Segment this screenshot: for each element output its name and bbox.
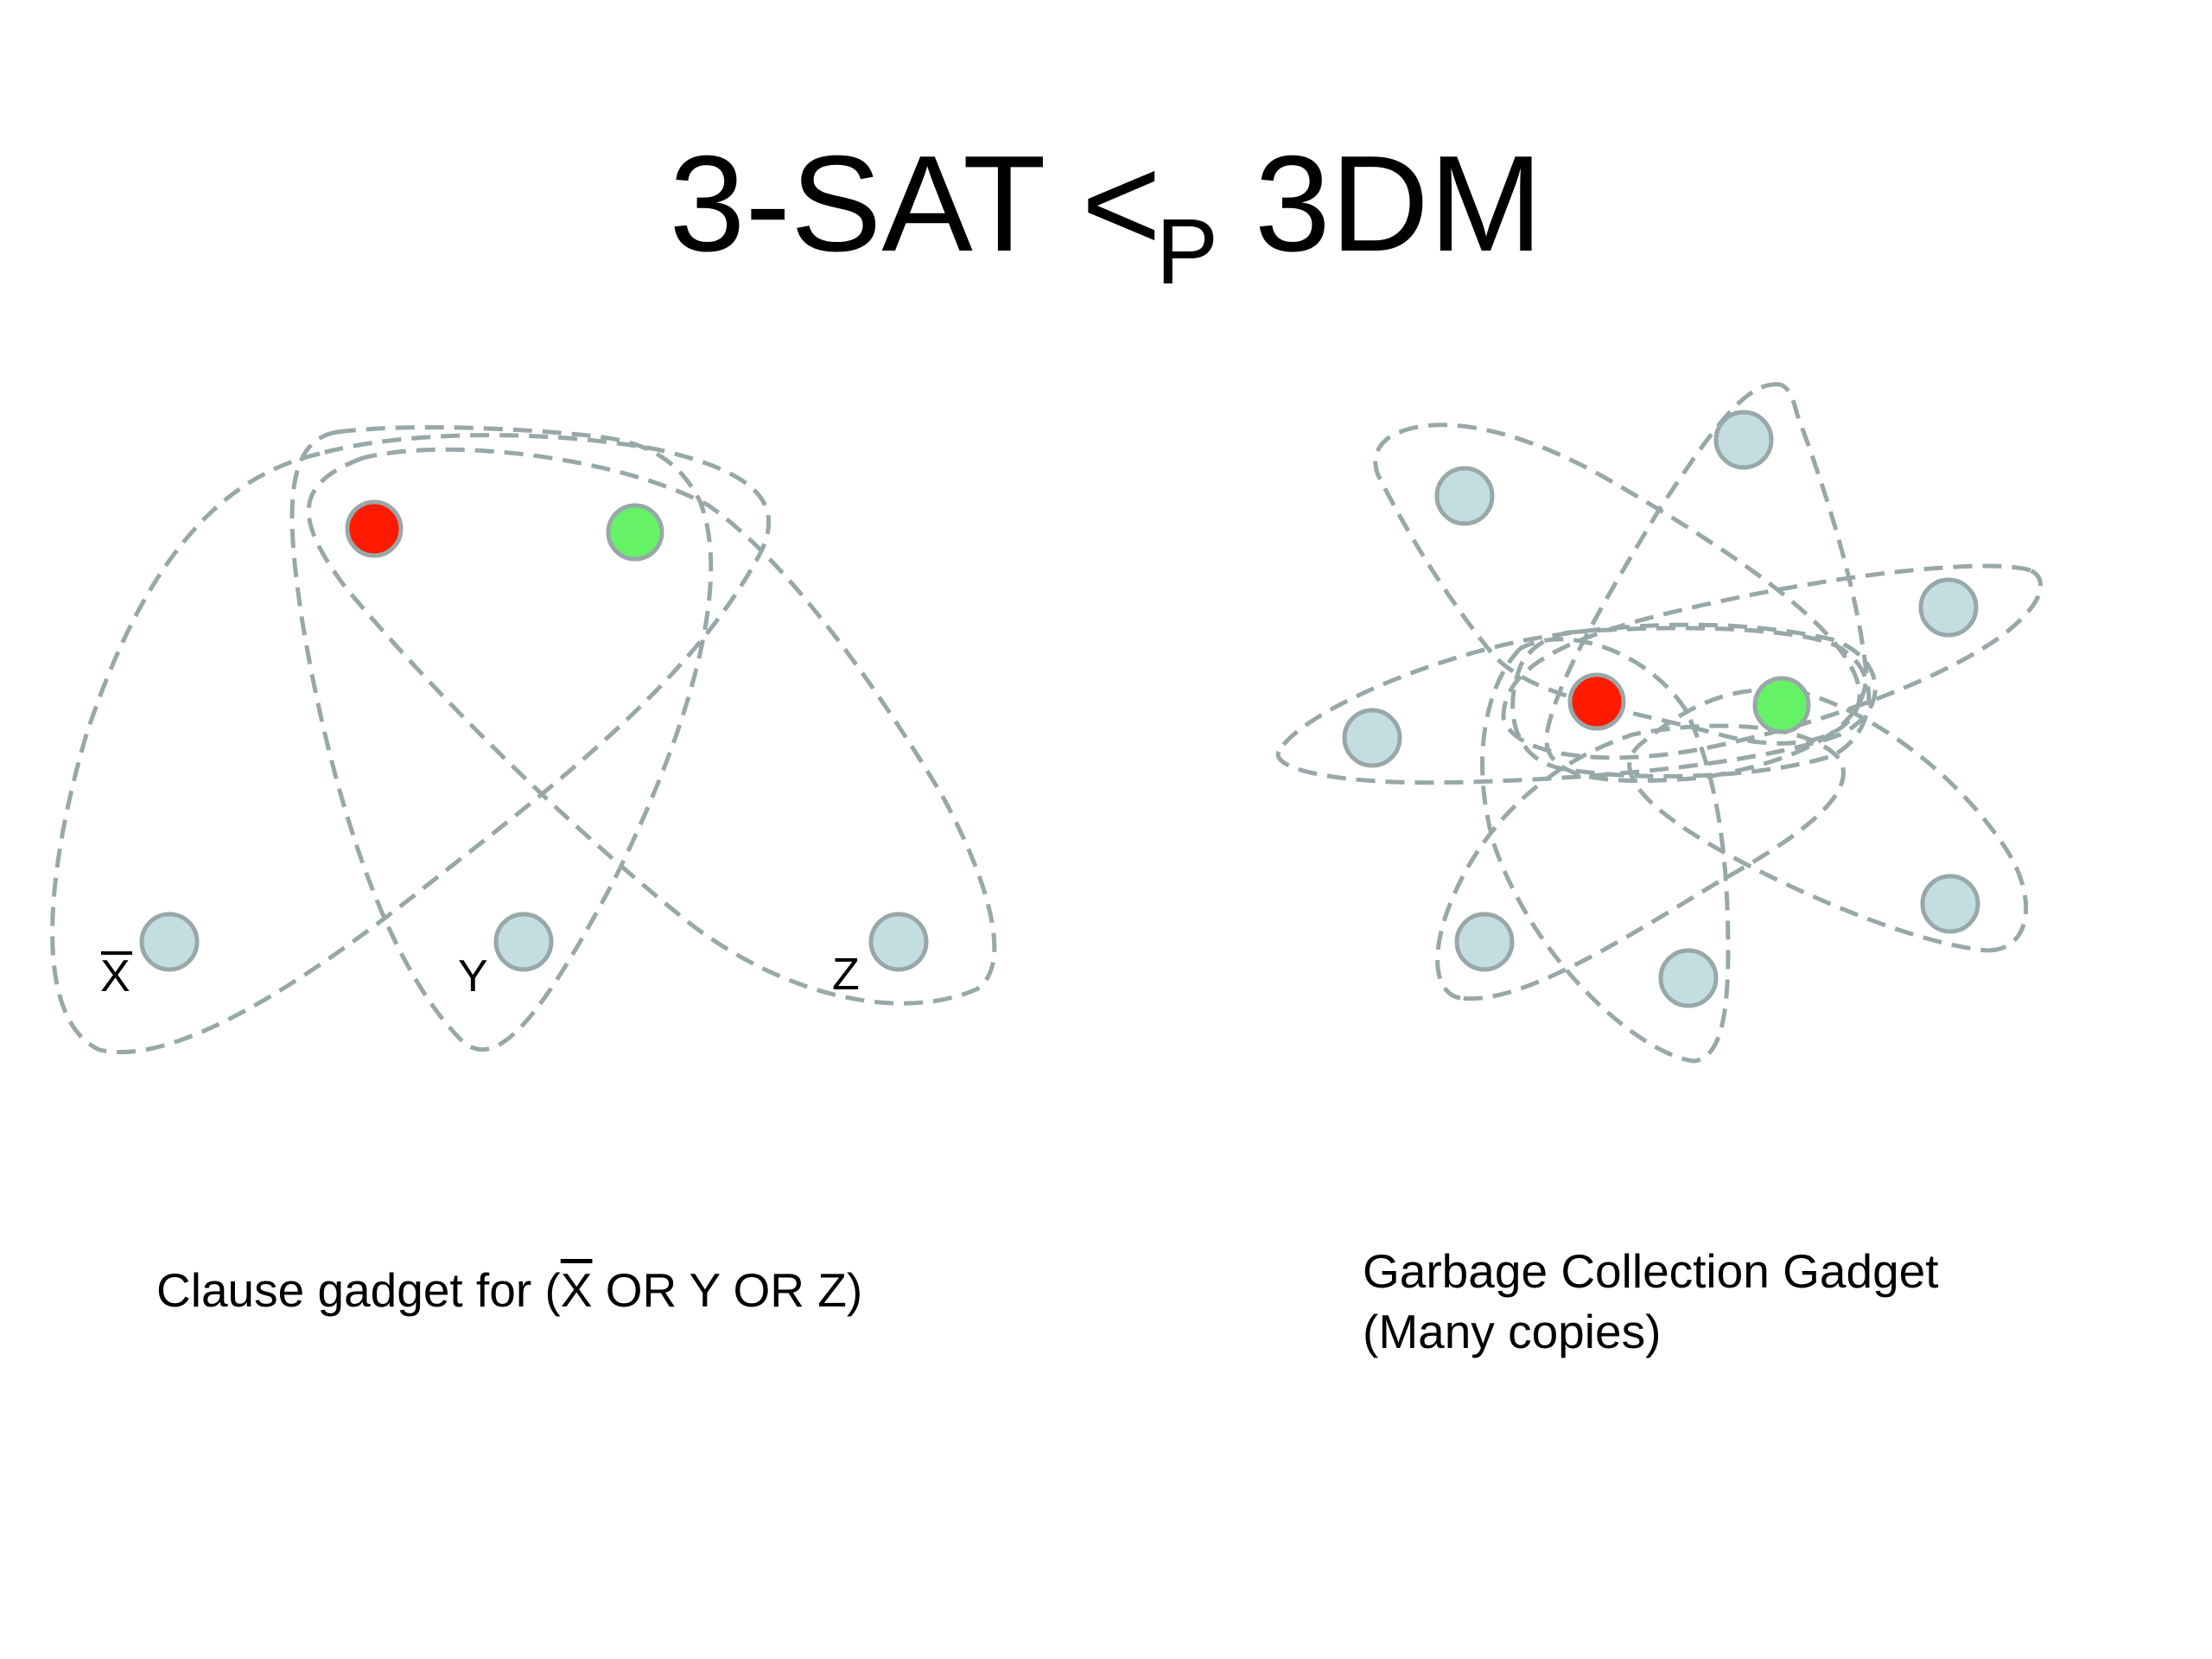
garbage-edge-center xyxy=(1510,626,1872,779)
clause-node-y xyxy=(493,912,554,972)
clause-gadget-caption: Clause gadget for (X OR Y OR Z) xyxy=(156,1260,862,1320)
garbage-edge-6 xyxy=(1480,637,1731,1064)
slide-title: 3-SAT <P 3DM xyxy=(0,128,2212,302)
label-z: Z xyxy=(832,950,860,1000)
caption-prefix: Clause gadget for ( xyxy=(156,1263,561,1317)
caption-suffix: OR Y OR Z) xyxy=(592,1263,863,1317)
garbage-edge-2 xyxy=(1544,382,1869,783)
clause-green-node xyxy=(606,503,664,562)
garbage-edge-4 xyxy=(1275,622,1878,785)
title-main: 3-SAT < xyxy=(669,128,1161,280)
clause-edge-z xyxy=(306,447,997,1006)
caption-negated-var: X xyxy=(560,1263,593,1317)
title-subscript: P xyxy=(1155,199,1218,303)
clause-red-node xyxy=(345,499,404,558)
garbage-green-node xyxy=(1752,676,1811,734)
garbage-node-6 xyxy=(1658,948,1719,1008)
garbage-gadget-caption: Garbage Collection Gadget (Many copies) xyxy=(1363,1241,1939,1363)
garbage-red-node xyxy=(1567,672,1626,731)
clause-node-x xyxy=(139,912,200,972)
garbage-edge-1 xyxy=(1373,423,1862,746)
garbage-node-7 xyxy=(1454,912,1515,972)
label-y: Y xyxy=(458,951,488,1001)
clause-edge-x xyxy=(50,433,771,1055)
garbage-caption-line1: Garbage Collection Gadget xyxy=(1363,1244,1939,1298)
garbage-caption-line2: (Many copies) xyxy=(1363,1305,1662,1359)
label-x: X xyxy=(100,951,130,1001)
title-rest: 3DM xyxy=(1254,128,1543,280)
garbage-edge-3 xyxy=(1501,563,2044,760)
garbage-node-2 xyxy=(1713,410,1774,470)
garbage-node-5 xyxy=(1920,874,1980,934)
garbage-edge-5 xyxy=(1627,687,2029,953)
clause-edge-y xyxy=(289,425,714,1052)
garbage-node-1 xyxy=(1434,466,1495,526)
garbage-node-4 xyxy=(1342,708,1402,768)
garbage-node-3 xyxy=(1918,577,1979,638)
clause-node-z xyxy=(868,912,929,972)
